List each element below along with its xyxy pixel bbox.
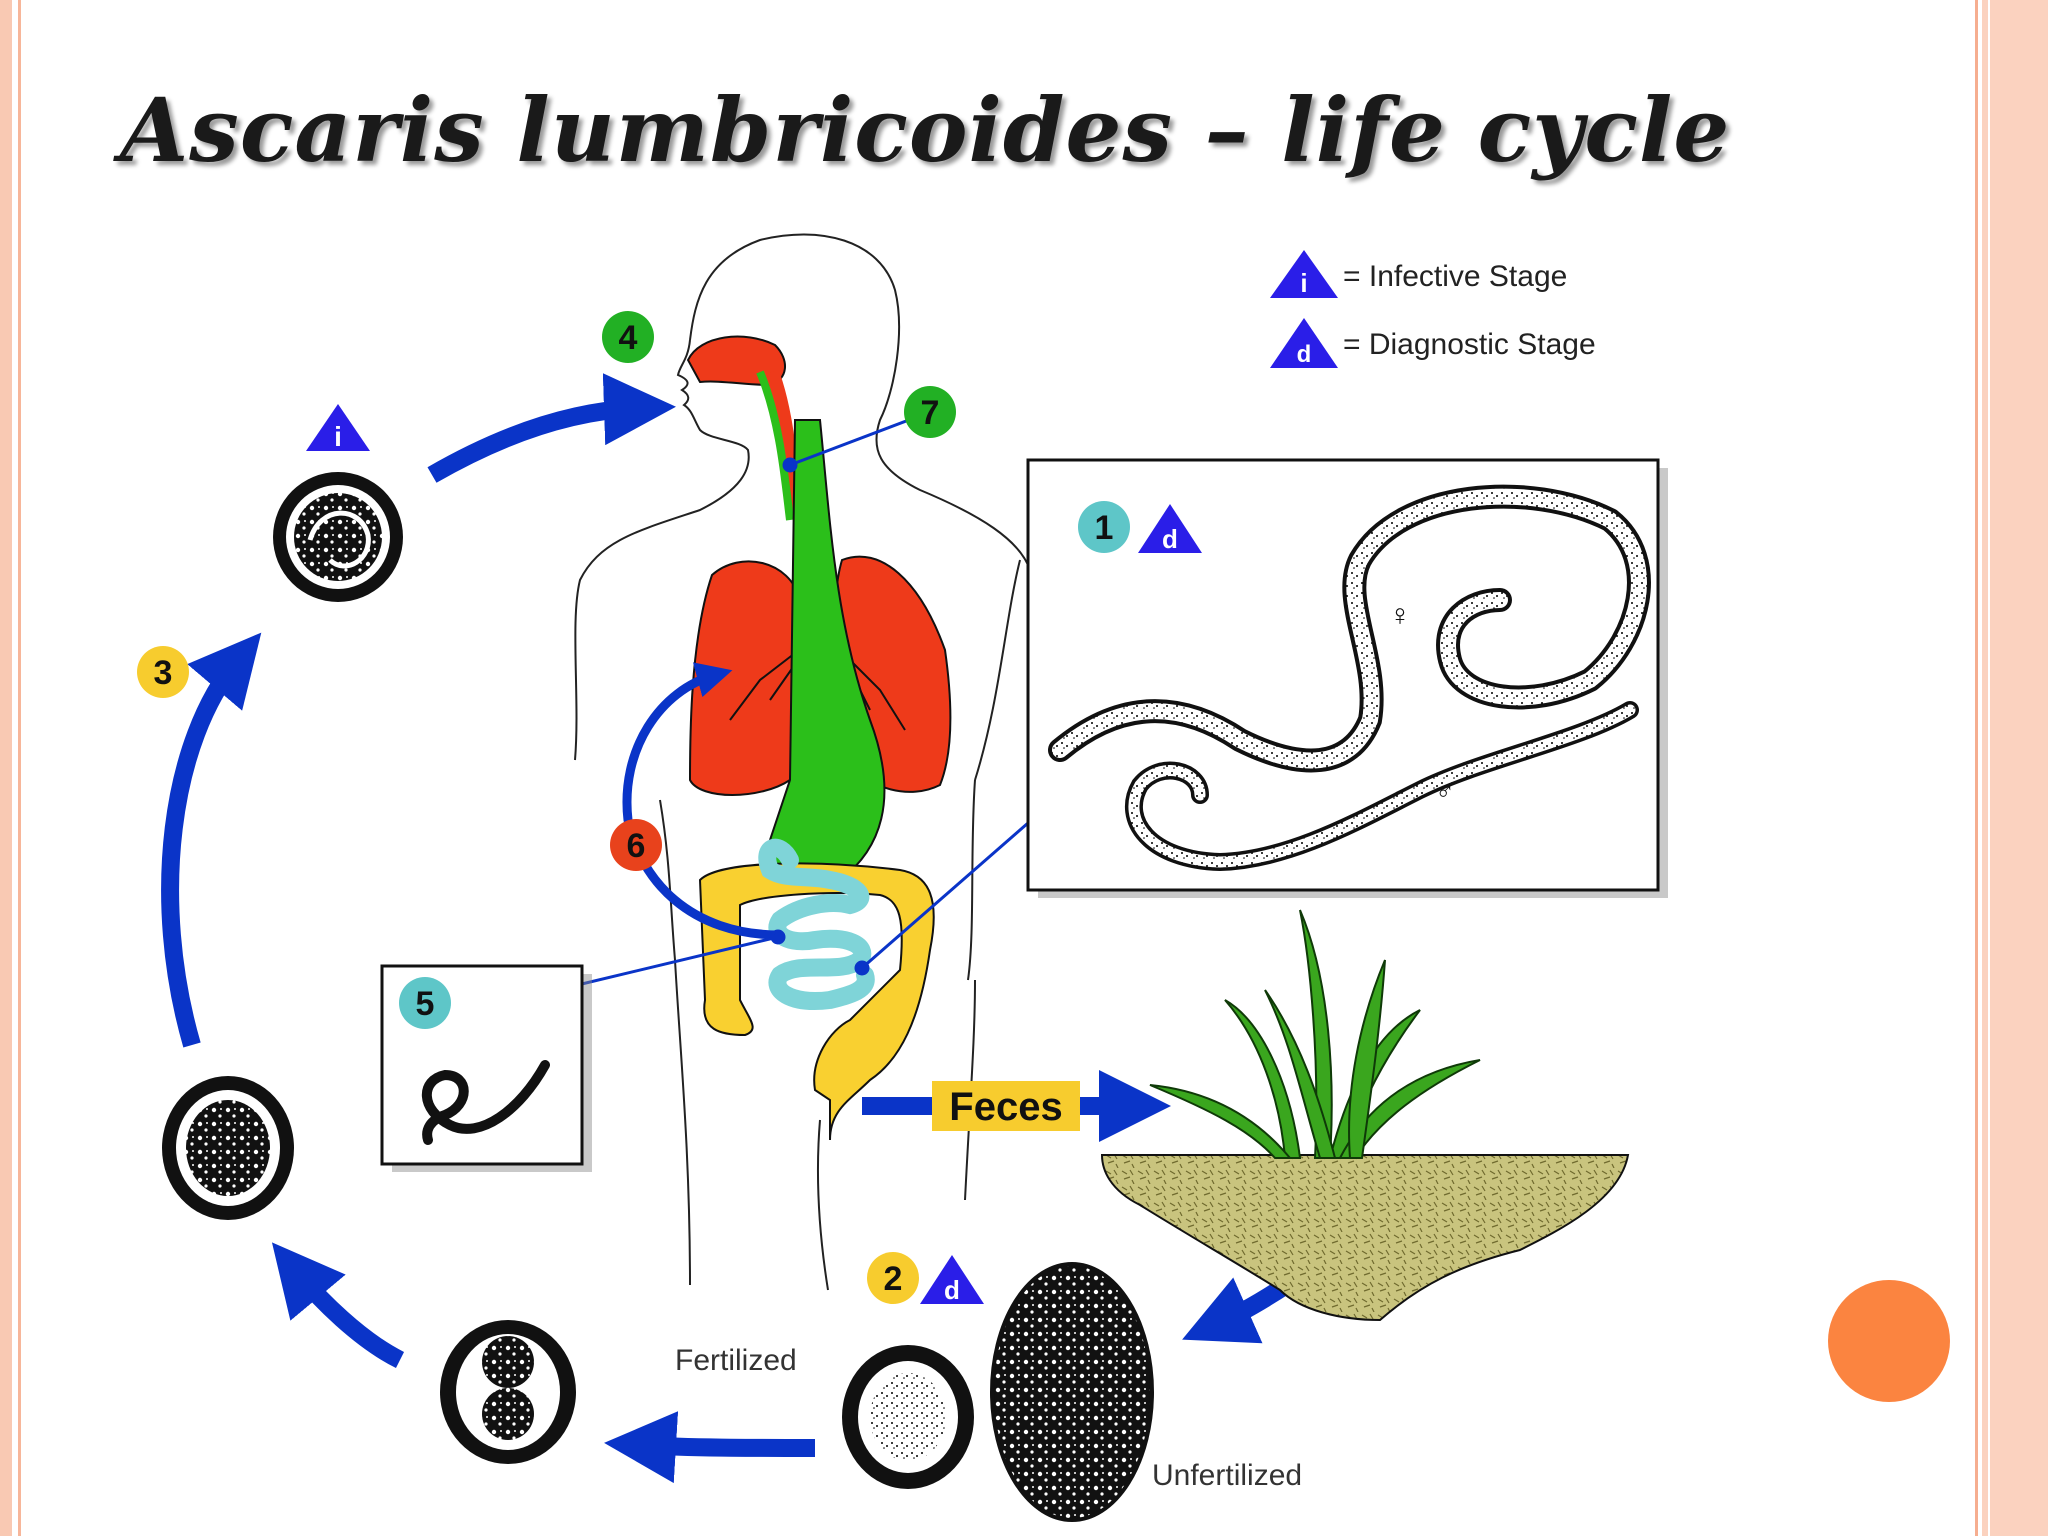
fertilized-label: Fertilized (675, 1344, 797, 1377)
arrow-ingestion (427, 373, 676, 483)
left-border-line (18, 0, 21, 1536)
svg-text:d: d (944, 1275, 960, 1305)
svg-text:3: 3 (154, 654, 173, 692)
svg-text:i: i (334, 421, 342, 452)
stage-badge-6: 6 (610, 819, 662, 871)
svg-text:= Diagnostic Stage: = Diagnostic Stage (1343, 328, 1596, 361)
soil-patch (1100, 1154, 1630, 1322)
svg-text:2: 2 (884, 1260, 903, 1298)
svg-text:6: 6 (627, 827, 646, 865)
infective-triangle-stage: i (306, 404, 370, 452)
stage-badge-5: 5 (399, 977, 451, 1029)
stage-badge-2: 2 (867, 1252, 919, 1304)
human-body-outline (574, 233, 1031, 1291)
left-border-strip (0, 0, 12, 1536)
slide-title: Ascaris lumbricoides – life cycle (120, 78, 1731, 182)
male-symbol: ♂ (1435, 776, 1455, 806)
svg-text:i: i (1300, 268, 1307, 298)
unfertilized-egg (990, 1262, 1154, 1522)
legend-diagnostic: d = Diagnostic Stage (1270, 318, 1596, 368)
feces-label: Feces (949, 1085, 1062, 1129)
legend-infective: i = Infective Stage (1270, 250, 1567, 298)
accent-dot (1828, 1280, 1950, 1402)
svg-text:4: 4 (619, 319, 638, 357)
unfertilized-label: Unfertilized (1152, 1459, 1302, 1492)
feces-label-box (932, 1081, 1080, 1131)
lung-migration-arrow (622, 662, 781, 940)
fertilized-egg (842, 1345, 974, 1489)
grass-tuft (1149, 909, 1481, 1159)
stage-badge-7: 7 (904, 386, 956, 438)
svg-text:7: 7 (921, 394, 940, 432)
female-symbol: ♀ (1389, 599, 1412, 632)
svg-text:5: 5 (416, 985, 435, 1023)
right-border-line (1975, 0, 1978, 1536)
diagnostic-triangle-stage1: d (1138, 504, 1202, 554)
fertilized-egg-two-cell (440, 1320, 576, 1464)
arrow-egg-development (604, 1411, 816, 1484)
svg-text:= Infective Stage: = Infective Stage (1343, 260, 1567, 293)
arrow-fertilized-to-embryo (271, 1242, 405, 1369)
organs (686, 335, 952, 1141)
arrow-embryonation (161, 632, 262, 1048)
right-border-gap (1988, 0, 1990, 1536)
embryonating-egg (162, 1076, 294, 1220)
adult-worms (1048, 484, 1651, 872)
diagnostic-triangle-stage2: d (920, 1255, 984, 1305)
stage-badge-3: 3 (137, 646, 189, 698)
larva-worm (421, 1060, 550, 1145)
right-border-strip (1982, 0, 2048, 1536)
legend: i = Infective Stage d = Diagnostic Stage (1270, 250, 1596, 368)
embryonated-egg-infective (273, 472, 403, 602)
svg-text:1: 1 (1095, 509, 1114, 547)
svg-text:d: d (1162, 524, 1178, 554)
svg-text:d: d (1297, 341, 1312, 368)
stage-badge-1: 1 (1078, 501, 1130, 553)
stage-badge-4: 4 (602, 311, 654, 363)
